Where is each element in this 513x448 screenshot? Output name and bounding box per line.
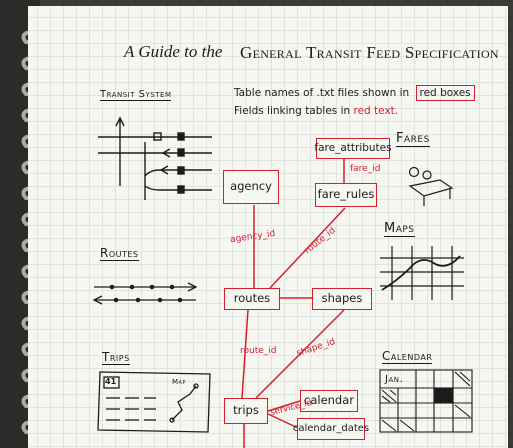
section-trips: Trips	[102, 350, 130, 365]
table-fare-attributes: fare_attributes	[314, 138, 392, 159]
calendar-frame	[379, 369, 473, 433]
trips-sketch	[97, 371, 211, 433]
route-stop	[113, 297, 119, 303]
route-stop	[169, 284, 175, 290]
legend-red-text-sample: red text.	[353, 105, 399, 117]
section-fares: Fares	[396, 131, 430, 147]
sketch-stop	[153, 132, 162, 141]
schedule-card	[97, 371, 211, 433]
sketch-arrow	[161, 148, 171, 158]
schedule-map-stop	[169, 417, 175, 423]
sketch-line	[144, 185, 212, 191]
route-stop	[109, 284, 115, 290]
schedule-map-label: Map	[172, 378, 186, 386]
schedule-map-route	[171, 385, 197, 421]
calendar-month: Jan.	[385, 374, 404, 385]
legend-line-1-text: Table names of .txt files shown in	[234, 87, 410, 99]
calendar-hatch	[454, 371, 471, 387]
coin	[408, 166, 420, 178]
legend-line-2: Fields linking tables in red text.	[234, 105, 398, 117]
fare-box	[408, 179, 454, 197]
calendar-highlight	[433, 387, 454, 404]
link-lines	[241, 158, 346, 448]
route-arrow	[187, 282, 198, 292]
route-stop	[177, 297, 183, 303]
page-title: General Transit Feed Specification	[240, 43, 499, 62]
section-maps: Maps	[384, 221, 415, 237]
route-stop	[129, 284, 135, 290]
maps-sketch	[380, 246, 464, 300]
legend-line-2-text: Fields linking tables in	[234, 105, 351, 117]
table-shapes: shapes	[312, 288, 372, 310]
calendar-hatch	[381, 389, 397, 403]
link-fare-rules-routes	[269, 207, 346, 289]
legend-red-box-sample: red boxes	[415, 85, 475, 101]
route-stop	[149, 284, 155, 290]
link-trips-calendar	[267, 400, 301, 412]
sketch-stop	[177, 132, 185, 141]
route-stop	[135, 297, 141, 303]
link-trips-calendar-dates	[267, 413, 299, 429]
field-route-id-trips: route_id	[240, 346, 277, 356]
title-prefix: A Guide to the	[124, 42, 223, 61]
sketch-stop	[177, 166, 185, 175]
schedule-number: 41	[105, 377, 117, 386]
section-transit-system: Transit System	[100, 89, 172, 101]
table-routes: routes	[224, 288, 280, 310]
coin	[422, 170, 432, 180]
sketch-arrow	[159, 165, 169, 175]
calendar-hatch	[381, 419, 415, 432]
schedule-map-stop	[193, 383, 199, 389]
section-routes: Routes	[100, 246, 139, 261]
field-fare-id: fare_id	[350, 164, 381, 174]
legend-line-1: Table names of .txt files shown in red b…	[234, 85, 475, 101]
link-shapes-trips	[255, 309, 345, 399]
schedule-number-box	[103, 376, 120, 389]
calendar-sketch	[379, 369, 473, 433]
sketch-stop	[177, 185, 185, 194]
table-trips: trips	[224, 398, 268, 424]
sketch-stop	[177, 148, 185, 157]
fares-sketch	[408, 166, 454, 206]
transit-system-sketch	[98, 116, 212, 200]
route-stop	[157, 297, 163, 303]
table-calendar-dates: calendar_dates	[293, 418, 369, 440]
table-fare-rules: fare_rules	[315, 183, 377, 207]
route-arrow	[92, 295, 103, 305]
routes-sketch	[92, 282, 198, 305]
table-calendar: calendar	[300, 390, 358, 412]
map-route	[381, 255, 461, 291]
table-agency: agency	[223, 170, 279, 204]
calendar-hatch	[454, 404, 471, 418]
sketch-arrow	[115, 116, 125, 127]
section-calendar: Calendar	[382, 349, 433, 364]
link-routes-trips	[241, 309, 249, 399]
notebook-page	[28, 6, 508, 448]
